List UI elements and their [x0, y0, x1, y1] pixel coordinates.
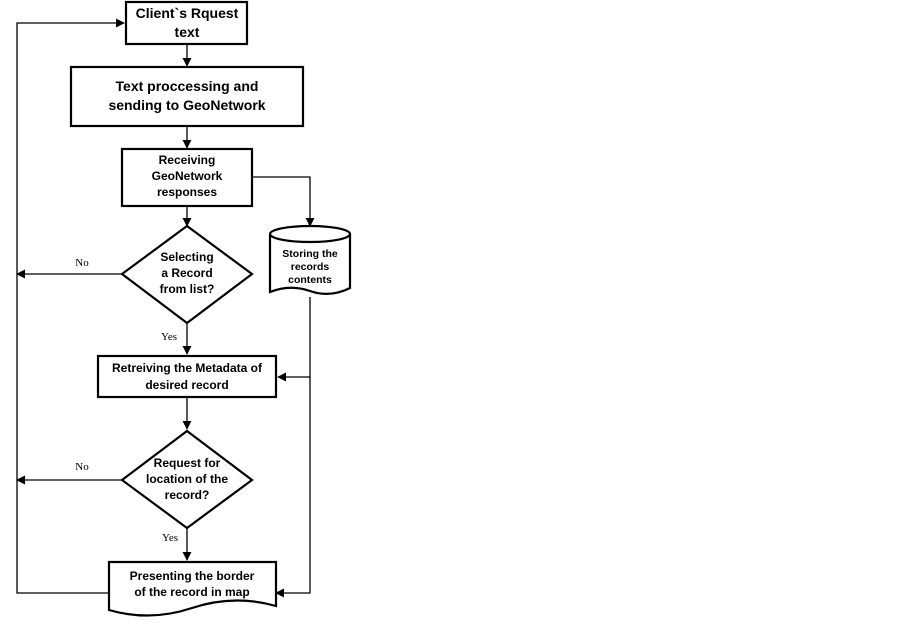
edge-label-selecting-yes: Yes: [161, 331, 177, 343]
node-retrieving-line-1: Retreiving the Metadata of: [112, 361, 263, 375]
node-location-line-3: record?: [165, 488, 210, 502]
node-selecting-record: Selecting a Record from list?: [120, 224, 254, 325]
node-client-request-line-1: Client`s Rquest: [136, 5, 239, 21]
node-client-request: Client`s Rquest text: [124, 0, 249, 46]
edge-label-location-no: No: [75, 461, 89, 473]
node-receiving-line-2: GeoNetwork: [152, 169, 223, 183]
edge-label-selecting-no: No: [75, 257, 89, 269]
node-receiving-responses: Receiving GeoNetwork responses: [120, 147, 254, 208]
node-storing-records: Storing the records contents: [268, 224, 352, 295]
node-text-processing: Text proccessing and sending to GeoNetwo…: [69, 65, 305, 128]
node-location-line-1: Request for: [154, 456, 221, 470]
node-receiving-line-1: Receiving: [159, 153, 216, 167]
node-request-location: Request for location of the record?: [120, 429, 254, 530]
arrow-storage-to-presenting: [275, 377, 311, 598]
arrow-storage-to-retrieving: [277, 297, 311, 382]
node-presenting-line-2: of the record in map: [134, 585, 249, 599]
arrow-receiving-to-storage: [252, 176, 315, 227]
node-selecting-line-3: from list?: [160, 282, 215, 296]
node-selecting-line-2: a Record: [161, 266, 212, 280]
arrow-loop-back-to-request: [16, 18, 125, 594]
node-storing-line-3: contents: [288, 274, 332, 286]
node-retrieving-metadata: Retreiving the Metadata of desired recor…: [96, 354, 278, 399]
node-text-processing-line-2: sending to GeoNetwork: [108, 97, 265, 113]
node-receiving-line-3: responses: [157, 185, 217, 199]
node-client-request-line-2: text: [175, 24, 200, 40]
node-presenting-border: Presenting the border of the record in m…: [107, 560, 278, 617]
node-storing-line-1: Storing the: [282, 248, 338, 260]
node-storing-line-2: records: [291, 261, 330, 273]
node-text-processing-line-1: Text proccessing and: [116, 78, 259, 94]
node-retrieving-line-2: desired record: [145, 378, 228, 392]
connectors: [16, 18, 315, 598]
node-selecting-line-1: Selecting: [160, 250, 213, 264]
node-presenting-line-1: Presenting the border: [130, 569, 255, 583]
edge-label-location-yes: Yes: [162, 532, 178, 544]
node-location-line-2: location of the: [146, 472, 228, 486]
